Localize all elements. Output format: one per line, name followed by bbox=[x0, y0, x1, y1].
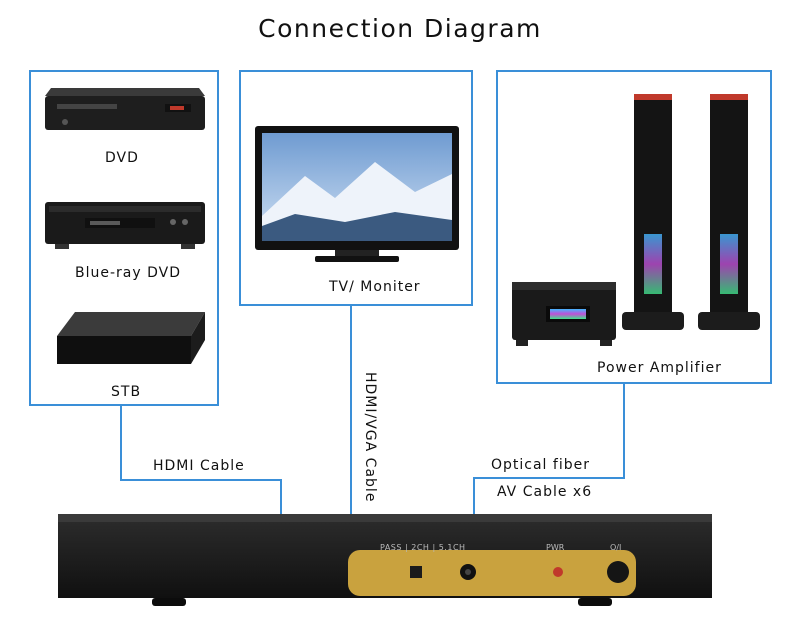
stb-image bbox=[57, 312, 205, 364]
tv-label: TV/ Moniter bbox=[329, 279, 421, 295]
hdmi-line-vertical-left bbox=[120, 405, 122, 481]
sources-box: DVD Blue-ray DVD STB bbox=[29, 70, 219, 406]
av-cable-label: AV Cable x6 bbox=[497, 484, 593, 500]
dvd-player-image bbox=[45, 88, 205, 130]
hdmi-cable-label: HDMI Cable bbox=[153, 458, 245, 474]
tv-image bbox=[255, 126, 459, 262]
mode-pass-label: PASS bbox=[380, 543, 402, 552]
device-mode-labels: PASS | 2CH | 5.1CH bbox=[380, 543, 466, 552]
optical-line-horizontal bbox=[473, 477, 625, 479]
hdmi-line-horizontal bbox=[120, 479, 282, 481]
optical-line-vertical-left bbox=[473, 477, 475, 517]
tv-box: TV/ Moniter bbox=[239, 70, 473, 306]
diagram-title: Connection Diagram bbox=[258, 14, 542, 43]
power-button[interactable]: O/I bbox=[610, 543, 622, 552]
mode-51ch-label: 5.1CH bbox=[438, 543, 466, 552]
hdmi-vga-line bbox=[350, 305, 352, 517]
amplifier-speakers-image bbox=[512, 94, 760, 346]
mode-2ch-label: 2CH bbox=[411, 543, 430, 552]
optical-line-vertical-right bbox=[623, 383, 625, 479]
amplifier-label: Power Amplifier bbox=[597, 360, 722, 376]
pwr-label: PWR bbox=[546, 543, 565, 552]
stb-label: STB bbox=[111, 384, 142, 400]
amplifier-box: Power Amplifier bbox=[496, 70, 772, 384]
audio-decoder-device bbox=[58, 514, 712, 606]
optical-fiber-label: Optical fiber bbox=[491, 457, 590, 473]
hdmi-vga-cable-label: HDMI/VGA Cable bbox=[362, 372, 378, 503]
blu-ray-player-image bbox=[45, 202, 205, 249]
blu-ray-label: Blue-ray DVD bbox=[75, 265, 181, 281]
hdmi-line-vertical-right bbox=[280, 479, 282, 517]
dvd-label: DVD bbox=[105, 150, 139, 166]
